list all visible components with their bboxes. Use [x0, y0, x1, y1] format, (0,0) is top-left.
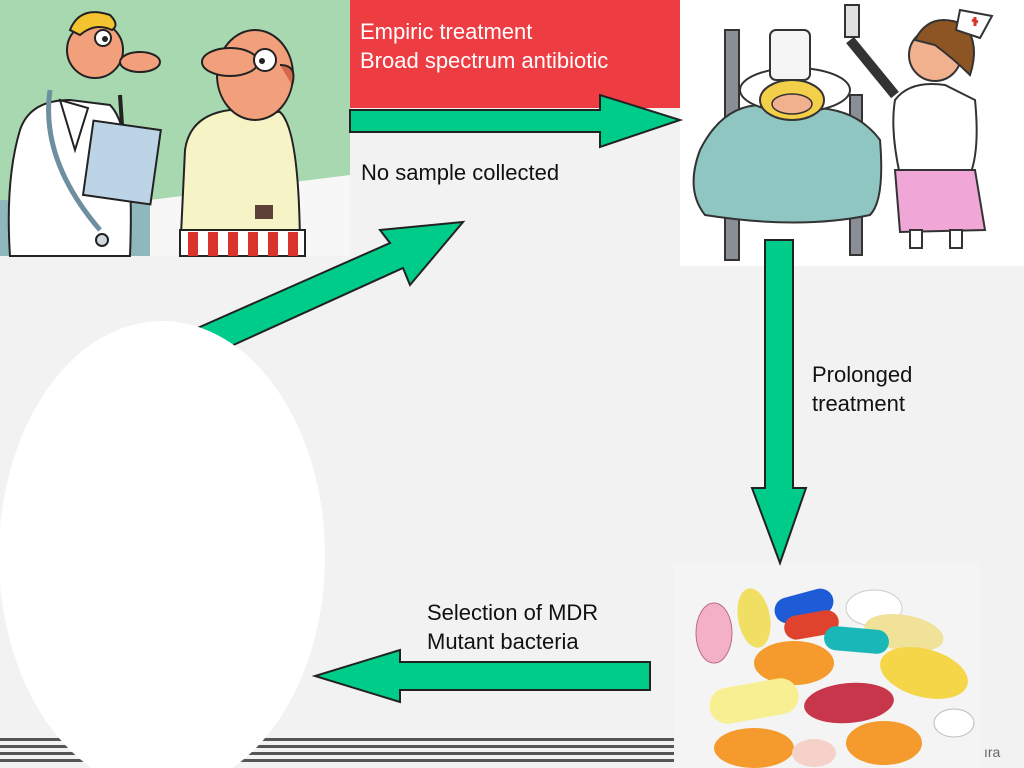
nurse-bed-svg [680, 0, 1024, 266]
footer-logo: ıra [984, 744, 1000, 760]
footer-stripes [0, 736, 674, 768]
empiric-treatment-box: Empiric treatment Broad spectrum antibio… [350, 0, 680, 108]
selection-mdr-label: Selection of MDR Mutant bacteria [427, 598, 598, 656]
empiric-treatment-line-2: Broad spectrum antibiotic [360, 48, 609, 73]
arrow-left-bottom [311, 648, 651, 704]
empiric-treatment-line-1: Empiric treatment [360, 19, 533, 44]
nurse-bed-illustration [680, 0, 1024, 266]
footer-logo-text: ıra [984, 744, 1001, 760]
arrow-diagonal-up [191, 220, 466, 359]
pills-illustration [674, 563, 980, 768]
prolonged-treatment-label: Prolonged treatment [812, 360, 912, 418]
footer-stripes-svg [0, 738, 674, 762]
arrow-right-top [349, 93, 684, 149]
prolonged-treatment-line-2: treatment [812, 391, 905, 416]
selection-mdr-line-2: Mutant bacteria [427, 629, 579, 654]
pills-svg [674, 563, 980, 768]
empiric-treatment-label: Empiric treatment Broad spectrum antibio… [360, 17, 608, 75]
no-sample-label: No sample collected [361, 158, 559, 187]
doctor-patient-svg [0, 0, 350, 257]
no-sample-text: No sample collected [361, 160, 560, 185]
prolonged-treatment-line-1: Prolonged [812, 362, 913, 387]
selection-mdr-line-1: Selection of MDR [427, 600, 599, 625]
blank-ellipse [0, 321, 325, 768]
doctor-patient-illustration [0, 0, 350, 257]
arrow-down [750, 239, 808, 566]
